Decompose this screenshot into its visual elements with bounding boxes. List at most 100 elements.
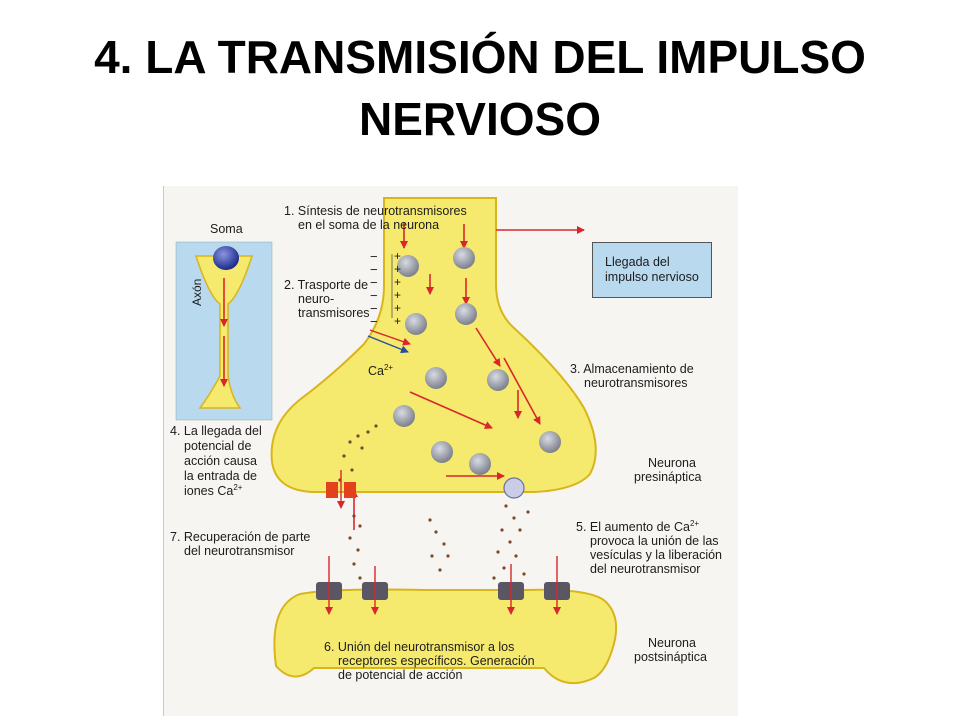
step4-superscript: 2+: [233, 482, 243, 492]
step2-line: neuro-: [298, 292, 335, 306]
neurotransmitter-dot: [348, 440, 352, 444]
neurotransmitter-dot: [512, 516, 516, 520]
presynaptic-line: Neurona: [648, 456, 696, 470]
charge: +: [394, 301, 402, 315]
postsynaptic-neuron: [273, 588, 617, 685]
step6-line: receptores específicos. Generación: [338, 654, 535, 668]
label-presynaptic: Neurona presináptica: [634, 456, 701, 484]
ca-superscript: 2+: [383, 362, 394, 372]
step6-line: 6. Unión del neurotransmisor a los: [324, 640, 515, 654]
neurotransmitter-dot: [446, 554, 450, 558]
neurotransmitter-dot: [526, 510, 530, 514]
neurotransmitter-dot: [434, 530, 438, 534]
charge: −: [370, 262, 378, 277]
charge: +: [394, 288, 402, 302]
neurotransmitter-dot: [438, 568, 442, 572]
neurotransmitter-dot: [492, 576, 496, 580]
charge: −: [370, 249, 378, 264]
label-postsynaptic: Neurona postsináptica: [634, 636, 707, 664]
slide-title: 4. LA TRANSMISIÓN DEL IMPULSO NERVIOSO: [0, 26, 960, 150]
vesicles: [393, 247, 561, 499]
neurotransmitter-dot: [500, 528, 504, 532]
ca-arrow-red: [369, 329, 411, 346]
vesicle: [397, 255, 419, 277]
vesicle: [455, 303, 477, 325]
vesicle-fusing: [503, 477, 525, 499]
step7-line: del neurotransmisor: [184, 544, 295, 558]
postsynaptic-line: Neurona: [648, 636, 696, 650]
neurotransmitter-dot: [430, 554, 434, 558]
neurotransmitter-dot: [374, 424, 378, 428]
channel-half-left: [326, 482, 338, 498]
neurotransmitter-dot: [522, 572, 526, 576]
neurotransmitter-dot: [356, 548, 360, 552]
neurotransmitter-dot: [496, 550, 500, 554]
charge: +: [394, 314, 402, 328]
vesicle: [469, 453, 491, 475]
step2-line: 2. Trasporte de: [284, 278, 369, 292]
label-step2: 2. Trasporte de neuro- transmisores: [284, 278, 370, 320]
step4-line: potencial de: [184, 439, 252, 453]
arrival-box: Llegada del impulso nervioso: [592, 242, 712, 298]
step5-text: 5. El aumento de Ca: [576, 520, 690, 534]
label-step4: 4. La llegada del potencial de acción ca…: [170, 424, 262, 499]
vesicle: [487, 369, 509, 391]
step4-line: la entrada de: [184, 469, 257, 483]
step5-line: del neurotransmisor: [590, 562, 701, 576]
label-soma: Soma: [210, 222, 243, 236]
step5-line: 5. El aumento de Ca2+: [576, 518, 722, 534]
step5-superscript: 2+: [689, 518, 700, 528]
label-step3: 3. Almacenamiento de neurotransmisores: [570, 362, 694, 390]
neurotransmitter-dot: [358, 576, 362, 580]
neurotransmitter-dot: [350, 468, 354, 472]
vesicle: [425, 367, 447, 389]
neurotransmitter-dot: [518, 528, 522, 532]
step2-line: transmisores: [298, 306, 370, 320]
ca-text: Ca: [368, 364, 384, 378]
step4-line: iones Ca2+: [170, 482, 262, 499]
step3-line: neurotransmisores: [584, 376, 688, 390]
step3-line: 3. Almacenamiento de: [570, 362, 694, 376]
postsynaptic-line: postsináptica: [634, 650, 707, 664]
synapse-figure: − − − − − − + + + + + + Soma Axón 1. Sín…: [163, 186, 738, 716]
arrow-storage-2: [503, 357, 541, 425]
label-ca: Ca2+: [368, 362, 394, 378]
charge: −: [370, 314, 378, 329]
vesicle: [405, 313, 427, 335]
neurotransmitter-dot: [352, 562, 356, 566]
neurotransmitter-dot: [502, 566, 506, 570]
step4-line: 4. La llegada del: [170, 424, 262, 438]
neurotransmitter-dot: [504, 504, 508, 508]
neurotransmitter-dot: [428, 518, 432, 522]
step5-line: vesículas y la liberación: [590, 548, 723, 562]
plus-charges: + + + + + +: [394, 250, 401, 328]
neurotransmitter-dot: [348, 536, 352, 540]
label-step1: 1. Síntesis de neurotransmisores en el s…: [284, 204, 467, 232]
charge: −: [370, 275, 378, 290]
charge: −: [370, 288, 378, 303]
neurotransmitter-dot: [514, 554, 518, 558]
arrow-storage-1: [475, 327, 501, 367]
charge: −: [370, 301, 378, 316]
charge: +: [394, 249, 402, 263]
inset-neuron: [194, 255, 254, 409]
step1-line: en el soma de la neurona: [298, 218, 440, 232]
neurotransmitter-dot: [508, 540, 512, 544]
step6-line: de potencial de acción: [338, 668, 463, 682]
presynaptic-line: presináptica: [634, 470, 702, 484]
neurotransmitter-dot: [356, 434, 360, 438]
neurotransmitter-dot: [442, 542, 446, 546]
step1-line: 1. Síntesis de neurotransmisores: [284, 204, 467, 218]
neurotransmitter-dot: [358, 524, 362, 528]
minus-charges: − − − − − −: [370, 250, 378, 328]
channel-half-right: [344, 482, 356, 498]
label-axon: Axón: [190, 278, 204, 306]
step5-line: provoca la unión de las: [590, 534, 719, 548]
arrival-line: impulso nervioso: [605, 270, 699, 284]
ca-arrow-blue: [367, 335, 409, 354]
charge: +: [394, 275, 402, 289]
vesicle: [393, 405, 415, 427]
neurotransmitter-dot: [360, 446, 364, 450]
arrow-storage-3: [409, 391, 493, 429]
charge: +: [394, 262, 402, 276]
